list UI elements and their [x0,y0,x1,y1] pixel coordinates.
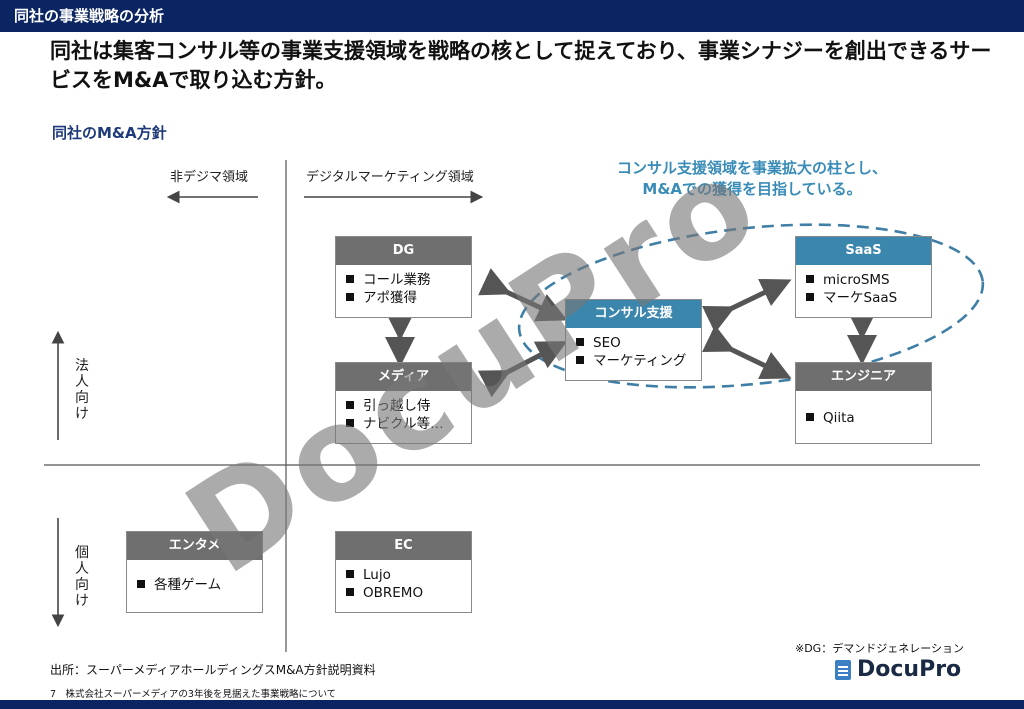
box-dg: DG コール業務 アポ獲得 [335,236,472,318]
box-saas: SaaS microSMS マーケSaaS [795,236,932,318]
list-item: アポ獲得 [346,289,471,307]
box-consul: コンサル支援 SEO マーケティング [565,299,702,381]
box-ec-title: EC [336,532,471,560]
box-media-title: メディア [336,363,471,391]
box-saas-title: SaaS [796,237,931,265]
footer-bar [0,700,1024,709]
headline: 同社は集客コンサル等の事業支援領域を戦略の核として捉えており、事業シナジーを創出… [50,39,992,92]
list-item: Lujo [346,566,471,584]
box-entame: エンタメ 各種ゲーム [126,531,263,613]
callout-text: コンサル支援領域を事業拡大の柱とし、 M&Aでの獲得を目指している。 [582,158,922,200]
axis-right-label: デジタルマーケティング領域 [306,170,474,185]
list-item: コール業務 [346,271,471,289]
list-item: 各種ゲーム [137,576,262,594]
box-media: メディア 引っ越し侍 ナビクル等… [335,362,472,444]
page-footer-text: 7 株式会社スーパーメディアの3年後を見据えた事業戦略について [50,689,337,700]
list-item: OBREMO [346,584,471,602]
callout-line-2: M&Aでの獲得を目指している。 [642,180,862,198]
box-ec: EC Lujo OBREMO [335,531,472,613]
list-item: Qiita [806,409,931,427]
axis-left-label: 非デジマ領域 [170,170,249,185]
axis-bottom-label: 個人向け [75,545,89,609]
focus-ellipse [517,223,985,389]
box-entame-title: エンタメ [127,532,262,560]
list-item: マーケティング [576,352,701,370]
list-item: 引っ越し侍 [346,397,471,415]
box-engineer: エンジニア Qiita [795,362,932,444]
document-icon [835,660,851,680]
box-consul-title: コンサル支援 [566,300,701,328]
source-note: 出所：スーパーメディアホールディングスM&A方針説明資料 [50,663,376,677]
list-item: microSMS [806,271,931,289]
box-engineer-title: エンジニア [796,363,931,391]
header-bar: 同社の事業戦略の分析 [0,0,1024,32]
header-title: 同社の事業戦略の分析 [14,7,165,25]
box-dg-title: DG [336,237,471,265]
axis-top-label: 法人向け [75,358,89,422]
callout-line-1: コンサル支援領域を事業拡大の柱とし、 [616,159,887,177]
section-title: 同社のM&A方針 [52,124,167,142]
relation-arrows [385,268,877,398]
logo-text: DocuPro [857,657,962,682]
list-item: SEO [576,334,701,352]
list-item: ナビクル等… [346,415,471,433]
list-item: マーケSaaS [806,289,931,307]
footnote: ※DG：デマンドジェネレーション [795,642,964,655]
